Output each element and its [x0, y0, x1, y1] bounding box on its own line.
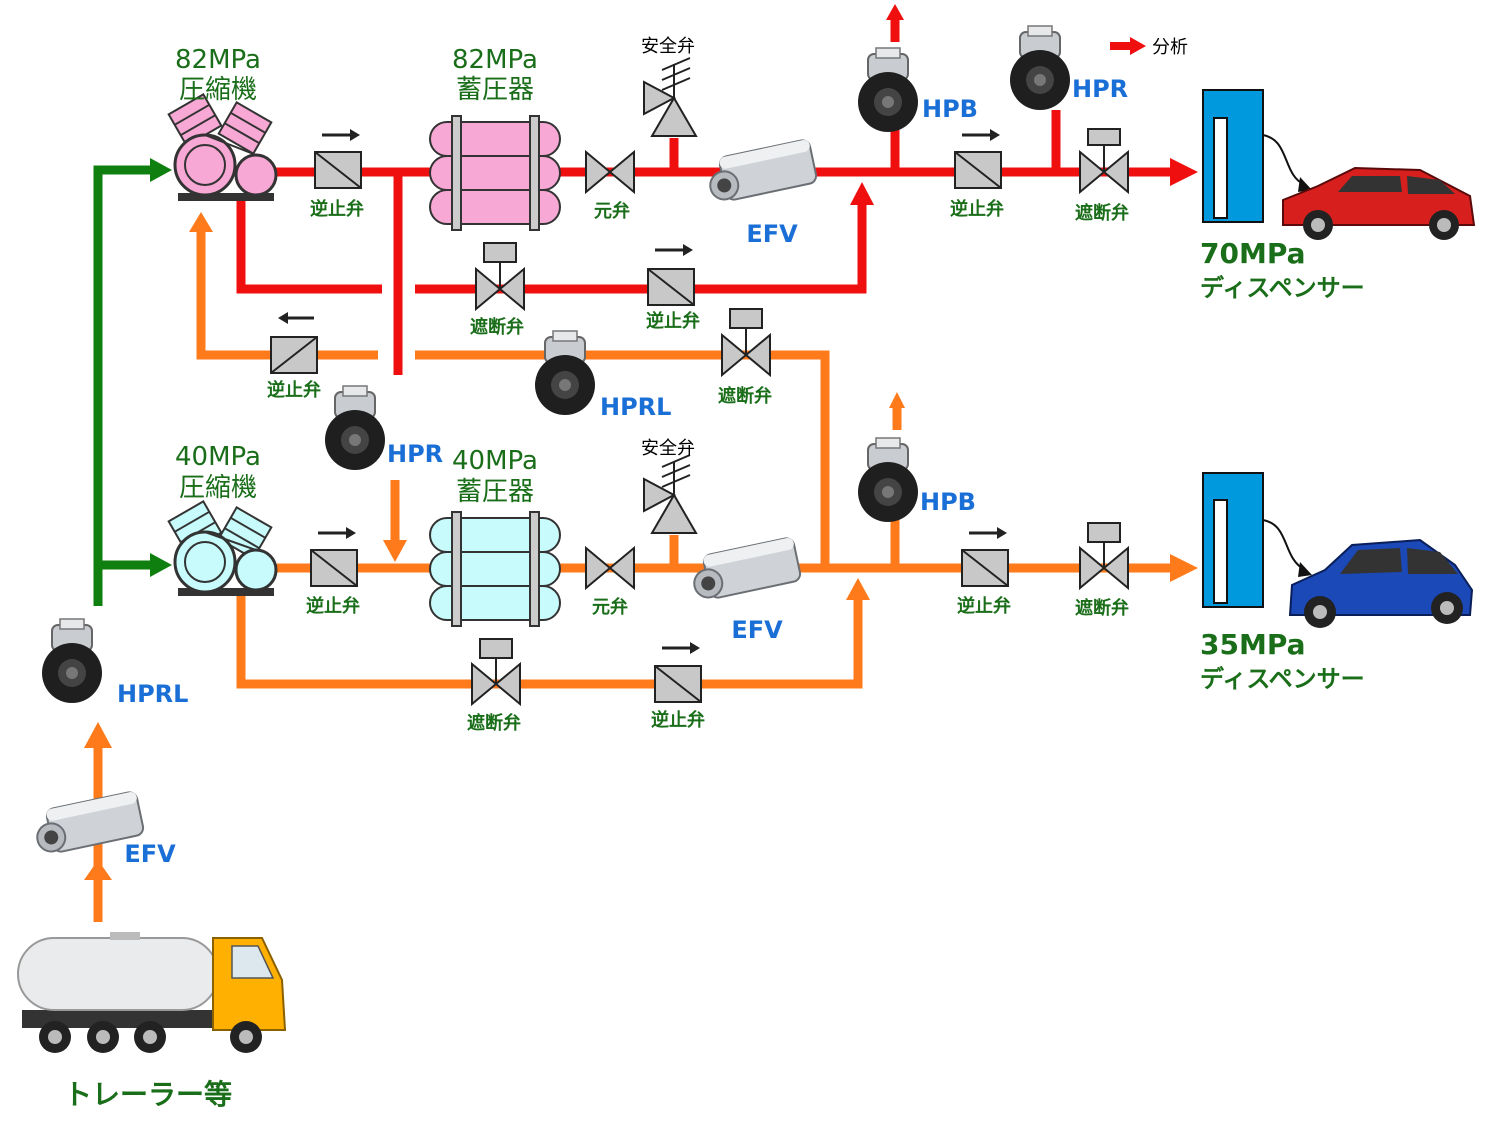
hpr-82-regulator [1009, 25, 1071, 111]
pipe-supply-trunk [93, 165, 150, 606]
arrow-trailer-up-2 [84, 860, 112, 880]
accumulator-82 [429, 115, 561, 231]
labels: 82MPa 圧縮機 82MPa 蓄圧器 40MPa 圧縮機 40MPa 蓄圧器 … [64, 36, 1365, 1111]
shutoff-valve-82-disp [1079, 128, 1129, 195]
acc82-label-1: 82MPa [452, 45, 538, 75]
car-70 [1282, 166, 1476, 240]
check-valve-40-comp [310, 527, 358, 587]
safety-valve-40-label: 安全弁 [641, 438, 695, 459]
hpr-40-label: HPR [387, 440, 443, 468]
check-valve-40-disp-label: 逆止弁 [957, 595, 1011, 617]
check-valve-40-bypass [654, 642, 702, 703]
analysis-label: 分析 [1152, 37, 1188, 58]
efv-40-label: EFV [731, 616, 783, 644]
check-valve-40-bypass-label: 逆止弁 [651, 709, 705, 731]
arrow-40-hpr [383, 540, 407, 562]
efv-trailer-label: EFV [124, 840, 176, 868]
safety-valve-82-label: 安全弁 [641, 36, 695, 57]
comp40-label-1: 40MPa [175, 442, 261, 472]
pipe-40-return [196, 232, 378, 360]
arrow-40-merge [846, 578, 870, 600]
arrow-trailer-up-1 [84, 722, 112, 748]
safety-valve-82 [643, 57, 698, 137]
hprl-40-regulator [534, 330, 596, 416]
arrow-82-analysis [1130, 37, 1146, 55]
main-valve-82-label: 元弁 [594, 200, 630, 222]
comp40-label-2: 圧縮機 [179, 473, 257, 503]
check-valve-40-disp [961, 527, 1009, 587]
shutoff-valve-82-bypass-label: 遮断弁 [470, 316, 524, 338]
main-valve-40 [585, 545, 635, 591]
hpb-82-label: HPB [922, 95, 978, 123]
check-valve-40-comp-label: 逆止弁 [306, 595, 360, 617]
efv-82 [703, 137, 819, 205]
hpr-82-label: HPR [1072, 75, 1128, 103]
shutoff-valve-82-bypass [475, 242, 525, 312]
shutoff-valve-hprl-label: 遮断弁 [718, 385, 772, 407]
main-valve-82 [585, 149, 635, 195]
hpb-82-regulator [857, 47, 919, 133]
trailer-label: トレーラー等 [64, 1078, 232, 1111]
hpr-40-regulator [324, 385, 386, 471]
car-35 [1288, 538, 1474, 628]
safety-valve-40 [643, 454, 698, 534]
check-valve-82-comp [314, 129, 362, 189]
pipes-82 [236, 20, 1175, 375]
pipe-40-bottom [236, 595, 863, 689]
comp82-label-2: 圧縮機 [179, 75, 257, 105]
hprl-supply-regulator [41, 618, 103, 704]
arrow-40-vent [889, 392, 905, 408]
accumulator-40 [429, 511, 561, 627]
disp70-label-1: 70MPa [1200, 237, 1306, 270]
check-valve-82-disp-label: 逆止弁 [950, 198, 1004, 220]
check-valve-82-bypass [647, 244, 695, 306]
disp35-label-1: 35MPa [1200, 628, 1306, 661]
shutoff-valve-40-bypass [471, 638, 521, 707]
acc40-label-2: 蓄圧器 [456, 477, 534, 507]
arrow-supply-82 [150, 158, 172, 182]
dispenser-70 [1202, 89, 1312, 223]
arrow-82-dispenser [1170, 158, 1198, 186]
hpb-40-label: HPB [920, 488, 976, 516]
main-valve-40-label: 元弁 [592, 596, 628, 618]
acc40-label-1: 40MPa [452, 446, 538, 476]
shutoff-valve-40-disp-label: 遮断弁 [1075, 597, 1129, 619]
arrow-82-vent [886, 4, 904, 20]
shutoff-valve-40-bypass-label: 遮断弁 [467, 712, 521, 734]
disp70-label-2: ディスペンサー [1200, 274, 1365, 302]
shutoff-valve-hprl [721, 308, 771, 378]
hpb-40-regulator [857, 437, 919, 523]
check-valve-return [270, 312, 318, 374]
arrow-82-merge [850, 182, 874, 205]
compressor-40 [167, 500, 278, 596]
arrow-supply-40 [150, 553, 172, 577]
efv-40 [687, 535, 803, 603]
shutoff-valve-82-disp-label: 遮断弁 [1075, 202, 1129, 224]
check-valve-82-disp [954, 129, 1002, 189]
arrow-40-return [189, 212, 213, 232]
hprl-supply-label: HPRL [117, 680, 188, 708]
pipe-82-bottom [236, 198, 867, 294]
dispenser-35 [1202, 472, 1312, 608]
hprl-40-label: HPRL [600, 393, 671, 421]
comp82-label-1: 82MPa [175, 45, 261, 75]
shutoff-valve-40-disp [1079, 522, 1129, 591]
pipes-supply [93, 158, 172, 606]
check-valve-82-comp-label: 逆止弁 [310, 198, 364, 220]
compressor-82 [167, 93, 278, 201]
arrow-40-dispenser [1170, 554, 1198, 582]
efv-82-label: EFV [746, 220, 798, 248]
check-valve-return-label: 逆止弁 [267, 379, 321, 401]
disp35-label-2: ディスペンサー [1200, 665, 1365, 693]
check-valve-82-bypass-label: 逆止弁 [646, 310, 700, 332]
acc82-label-2: 蓄圧器 [456, 75, 534, 105]
trailer-truck [17, 932, 287, 1053]
